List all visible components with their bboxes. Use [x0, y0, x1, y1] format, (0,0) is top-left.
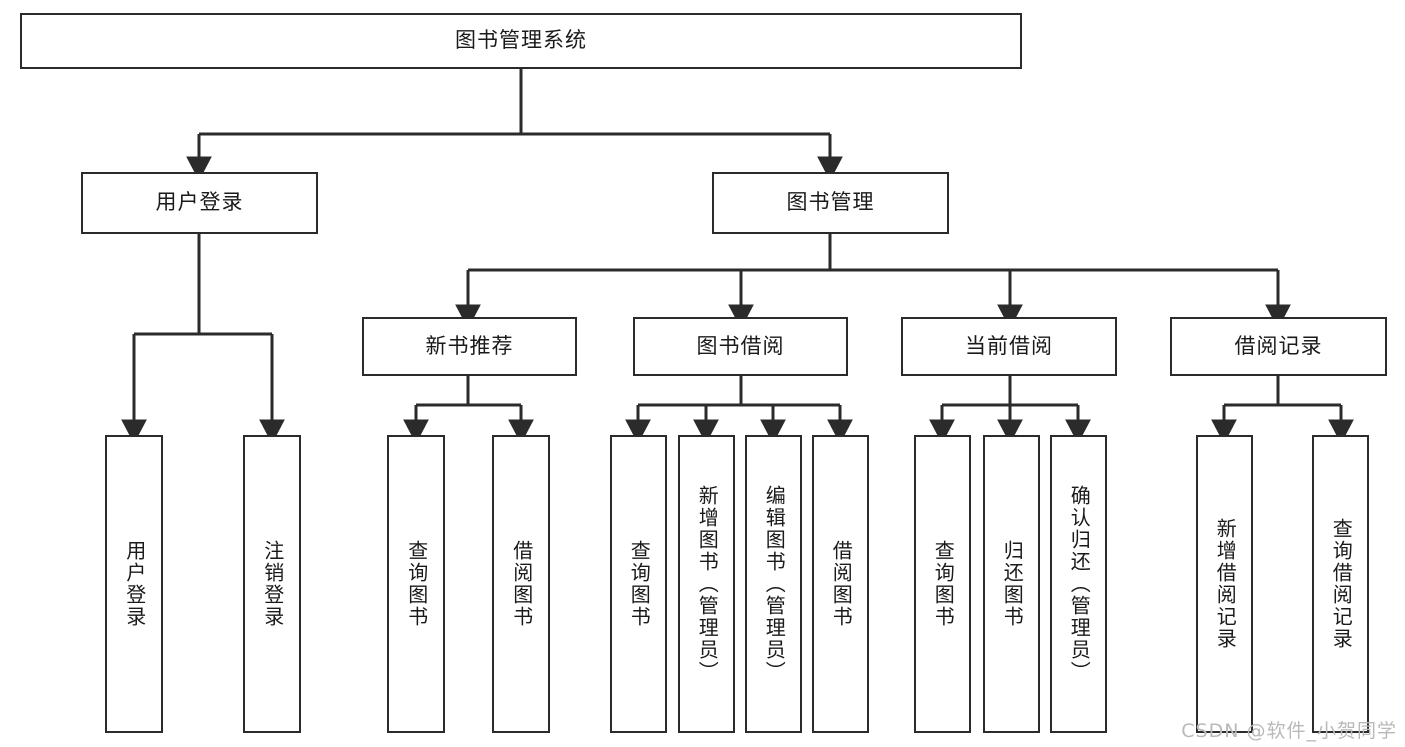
leaf-label: 查询图书 — [931, 540, 956, 628]
leaf-borrow-borrow-book[interactable]: 借阅图书 — [812, 435, 869, 733]
leaf-label: 注销登录 — [260, 540, 285, 628]
leaf-user-login-signin[interactable]: 用户登录 — [105, 435, 163, 733]
leaf-new-book-query[interactable]: 查询图书 — [387, 435, 445, 733]
leaf-label: 借阅图书 — [509, 540, 534, 628]
node-book-management[interactable]: 图书管理 — [712, 172, 949, 234]
node-book-borrow[interactable]: 图书借阅 — [633, 317, 848, 376]
node-borrow-record-label: 借阅记录 — [1234, 333, 1323, 358]
leaf-label: 归还图书 — [1000, 540, 1025, 628]
leaf-new-book-borrow[interactable]: 借阅图书 — [492, 435, 550, 733]
node-user-login-label: 用户登录 — [155, 190, 244, 215]
leaf-label: 编辑图书（管理员） — [762, 485, 787, 683]
node-current-borrow-label: 当前借阅 — [965, 333, 1053, 358]
leaf-borrow-edit-book-admin[interactable]: 编辑图书（管理员） — [745, 435, 802, 733]
node-new-book-recommend[interactable]: 新书推荐 — [362, 317, 577, 376]
leaf-borrow-add-book-admin[interactable]: 新增图书（管理员） — [678, 435, 735, 733]
leaf-current-query-book[interactable]: 查询图书 — [914, 435, 971, 733]
leaf-label: 查询图书 — [627, 540, 652, 628]
node-book-management-label: 图书管理 — [786, 190, 875, 215]
leaf-current-return-book[interactable]: 归还图书 — [983, 435, 1040, 733]
leaf-user-login-signout[interactable]: 注销登录 — [243, 435, 301, 733]
leaf-label: 新增图书（管理员） — [695, 485, 720, 683]
leaf-record-query[interactable]: 查询借阅记录 — [1312, 435, 1369, 733]
leaf-record-add[interactable]: 新增借阅记录 — [1196, 435, 1253, 733]
node-root[interactable]: 图书管理系统 — [20, 13, 1022, 69]
node-root-label: 图书管理系统 — [455, 28, 587, 53]
leaf-current-confirm-return-admin[interactable]: 确认归还（管理员） — [1050, 435, 1107, 733]
leaf-label: 查询借阅记录 — [1329, 518, 1354, 650]
leaf-label: 确认归还（管理员） — [1067, 485, 1092, 683]
node-book-borrow-label: 图书借阅 — [696, 333, 785, 358]
leaf-label: 新增借阅记录 — [1213, 518, 1238, 650]
leaf-label: 查询图书 — [404, 540, 429, 628]
node-current-borrow[interactable]: 当前借阅 — [901, 317, 1117, 376]
leaf-label: 用户登录 — [122, 540, 147, 628]
node-new-book-recommend-label: 新书推荐 — [425, 333, 514, 358]
node-user-login[interactable]: 用户登录 — [81, 172, 318, 234]
node-borrow-record[interactable]: 借阅记录 — [1170, 317, 1387, 376]
leaf-label: 借阅图书 — [829, 540, 854, 628]
leaf-borrow-query-book[interactable]: 查询图书 — [610, 435, 667, 733]
